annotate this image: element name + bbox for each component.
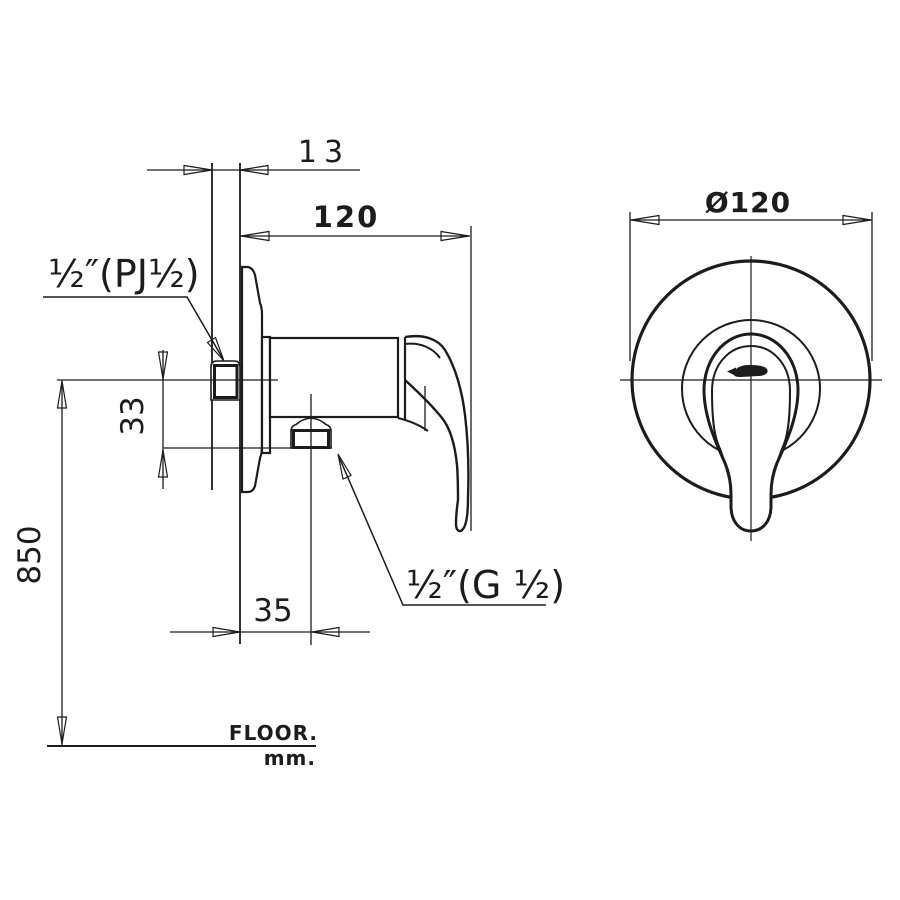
flange-rim bbox=[260, 335, 272, 455]
handle-inner-edge bbox=[404, 379, 460, 501]
dim-wall-gap: 13 bbox=[147, 135, 360, 176]
dim-floor-height-value: 850 bbox=[12, 525, 48, 584]
inlet-thread-label: ½″(PJ½) bbox=[48, 252, 200, 296]
dim-wall-gap-value: 13 bbox=[298, 135, 350, 170]
outlet-thread-callout: ½″(G ½) bbox=[337, 453, 565, 607]
inlet-thread-callout: ½″(PJ½) bbox=[43, 252, 225, 362]
dim-plate-diameter: Ø120 bbox=[629, 186, 873, 361]
dim-projection-value: 120 bbox=[313, 200, 380, 234]
dim-center-drop-value: 33 bbox=[115, 396, 151, 435]
dim-projection: 120 bbox=[240, 200, 472, 531]
dim-outlet-offset-value: 35 bbox=[253, 593, 292, 629]
unit-label: mm. bbox=[264, 746, 316, 770]
lever-handle-side bbox=[397, 335, 470, 533]
floor-reference: FLOOR. mm. bbox=[47, 721, 318, 770]
handle-dome-bottom bbox=[397, 417, 429, 432]
floor-label: FLOOR. bbox=[229, 721, 318, 745]
dim-plate-diameter-value: Ø120 bbox=[705, 186, 791, 219]
front-view: Ø120 bbox=[620, 186, 882, 541]
handle-outer-edge bbox=[404, 335, 470, 533]
dim-center-drop: 33 bbox=[115, 350, 332, 489]
dim-outlet-offset: 35 bbox=[170, 593, 370, 638]
dim-floor-height: 850 bbox=[12, 380, 68, 745]
side-view: 13 120 bbox=[12, 135, 565, 770]
outlet-thread-label: ½″(G ½) bbox=[406, 563, 565, 607]
valve-body bbox=[268, 336, 400, 419]
handle-contour-line bbox=[404, 342, 441, 359]
